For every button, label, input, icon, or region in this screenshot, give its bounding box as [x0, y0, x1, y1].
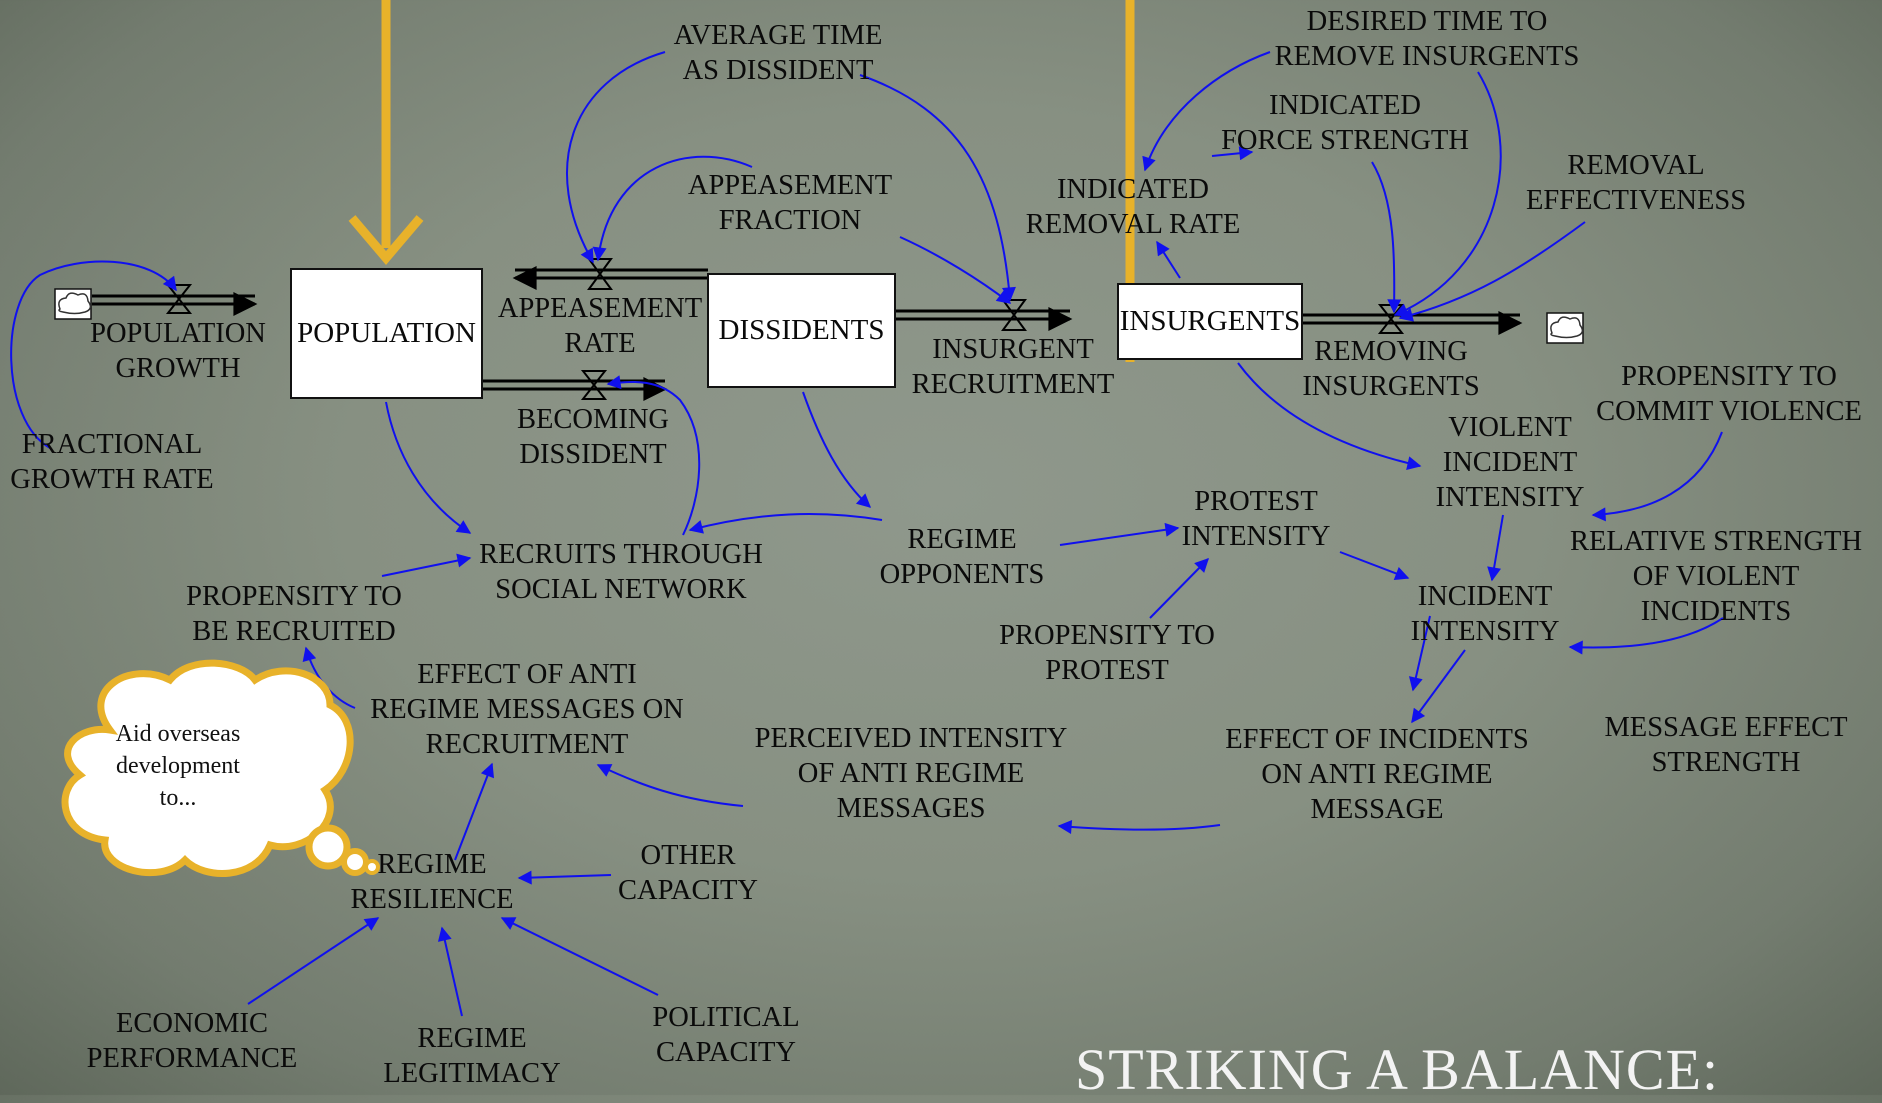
- label-effect-of-incidents-on-anti-regime-message: EFFECT OF INCIDENTS ON ANTI REGIME MESSA…: [1225, 724, 1529, 825]
- label-appeasement-fraction: APPEASEMENT FRACTION: [687, 170, 893, 236]
- label-economic-performance: ECONOMIC PERFORMANCE: [86, 1008, 298, 1074]
- label-removal-effectiveness: REMOVAL EFFECTIVENESS: [1525, 150, 1747, 216]
- label-fractional-growth-rate: FRACTIONAL GROWTH RATE: [10, 429, 214, 495]
- stock-insurgents: INSURGENTS: [1117, 283, 1303, 360]
- stock-dissidents: DISSIDENTS: [707, 273, 896, 388]
- label-perceived-intensity-of-anti-regime-messages: PERCEIVED INTENSITY OF ANTI REGIME MESSA…: [754, 723, 1068, 824]
- label-political-capacity: POLITICAL CAPACITY: [652, 1002, 800, 1068]
- label-effect-of-anti-regime-messages-on-recruitment: EFFECT OF ANTI REGIME MESSAGES ON RECRUI…: [370, 659, 684, 760]
- label-indicated-removal-rate: INDICATED REMOVAL RATE: [1025, 174, 1241, 240]
- label-desired-time-to-remove-insurgents: DESIRED TIME TO REMOVE INSURGENTS: [1274, 6, 1580, 72]
- valve-population-growth: [165, 284, 193, 314]
- label-other-capacity: OTHER CAPACITY: [618, 840, 758, 906]
- slide-title: STRIKING A BALANCE:: [1075, 1037, 1720, 1102]
- label-average-time-as-dissident: AVERAGE TIME AS DISSIDENT: [673, 20, 883, 86]
- label-indicated-force-strength: INDICATED FORCE STRENGTH: [1221, 90, 1469, 156]
- thought-bubble-text: Aid overseas development to...: [115, 721, 241, 811]
- thought-bubble: [61, 659, 380, 877]
- label-becoming-dissident: BECOMING DISSIDENT: [516, 404, 670, 470]
- causal-links: [10, 51, 1724, 1017]
- label-propensity-to-protest: PROPENSITY TO PROTEST: [999, 620, 1215, 686]
- label-message-effect-strength: MESSAGE EFFECT STRENGTH: [1604, 712, 1848, 778]
- valve-becoming-dissident: [580, 370, 608, 400]
- sink-cloud: [1546, 312, 1584, 344]
- label-propensity-to-be-recruited: PROPENSITY TO BE RECRUITED: [186, 581, 402, 647]
- stock-population: POPULATION: [290, 268, 483, 399]
- label-appeasement-rate: APPEASEMENT RATE: [497, 293, 703, 359]
- label-recruits-through-social-network: RECRUITS THROUGH SOCIAL NETWORK: [479, 539, 763, 605]
- label-violent-incident-intensity: VIOLENT INCIDENT INTENSITY: [1435, 412, 1585, 513]
- label-relative-strength-of-violent-incidents: RELATIVE STRENGTH OF VIOLENT INCIDENTS: [1569, 526, 1863, 627]
- label-insurgent-recruitment: INSURGENT RECRUITMENT: [911, 334, 1115, 400]
- valve-removing-insurgents: [1377, 304, 1405, 334]
- valve-appeasement-rate: [587, 258, 613, 290]
- label-incident-intensity: INCIDENT INTENSITY: [1410, 581, 1560, 647]
- label-protest-intensity: PROTEST INTENSITY: [1181, 486, 1331, 552]
- valve-insurgent-recruitment: [1001, 299, 1027, 331]
- label-removing-insurgents: REMOVING INSURGENTS: [1302, 336, 1480, 402]
- label-propensity-to-commit-violence: PROPENSITY TO COMMIT VIOLENCE: [1596, 361, 1862, 427]
- label-regime-opponents: REGIME OPPONENTS: [879, 524, 1045, 590]
- source-cloud: [54, 288, 92, 320]
- label-regime-resilience: REGIME RESILIENCE: [350, 849, 514, 915]
- label-population-growth: POPULATION GROWTH: [90, 318, 266, 384]
- label-regime-legitimacy: REGIME LEGITIMACY: [383, 1023, 561, 1089]
